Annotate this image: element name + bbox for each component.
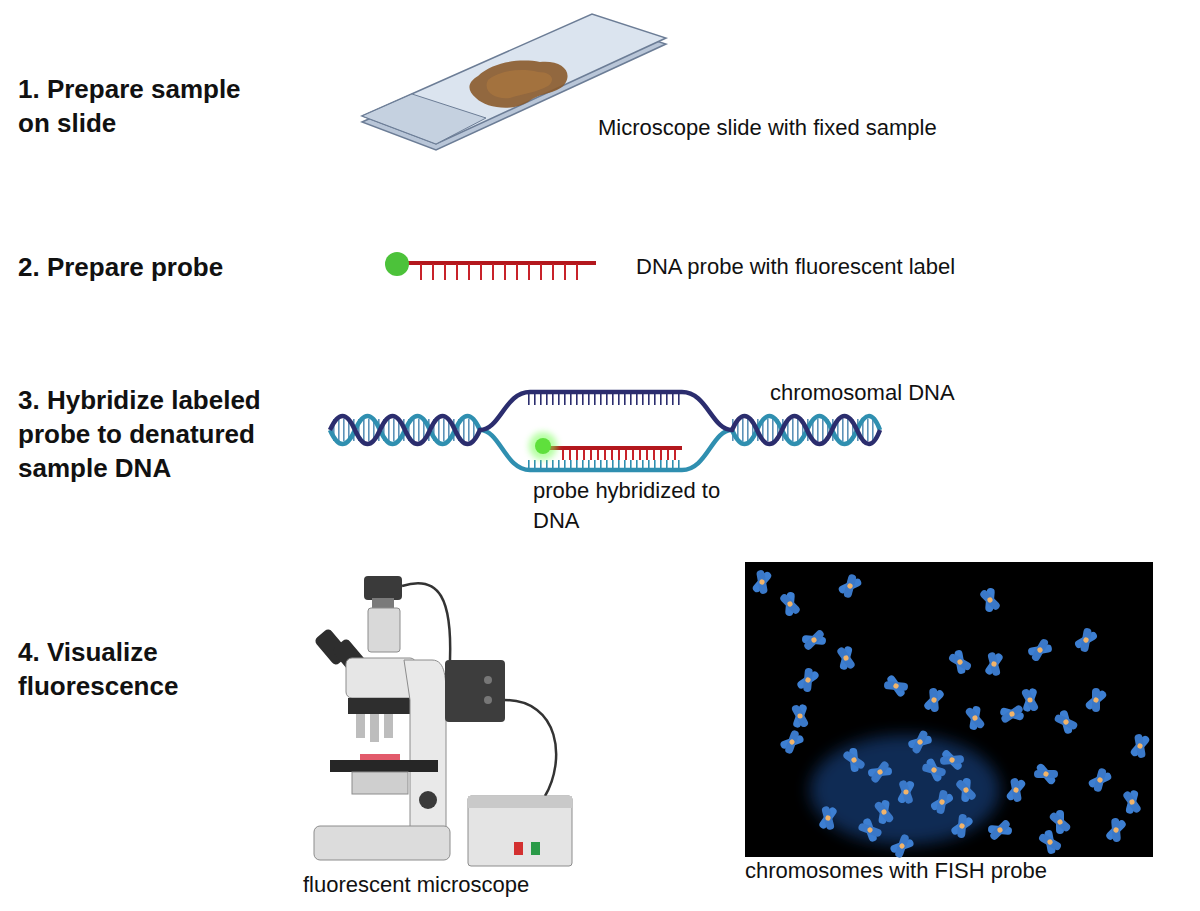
chromosome <box>896 779 916 806</box>
probe-backbone <box>400 261 596 265</box>
chromosome <box>1121 788 1142 816</box>
power-supply <box>468 796 572 866</box>
chromosome <box>1085 765 1114 795</box>
fixed-sample-highlight <box>487 70 553 98</box>
fluorescent-microscope <box>313 576 572 866</box>
chromosome <box>978 585 1003 615</box>
chromosome <box>922 685 947 715</box>
cable <box>504 700 556 796</box>
chromosome <box>928 787 957 818</box>
dna-probe <box>385 252 596 276</box>
chromosome <box>799 628 829 653</box>
chromosome <box>1004 776 1027 805</box>
objective <box>370 714 379 742</box>
head-tube <box>368 608 400 652</box>
chromosome <box>777 727 807 757</box>
chromosome <box>983 650 1004 678</box>
chromosome <box>881 672 911 700</box>
chromosome <box>865 758 895 786</box>
slide-frosted-end <box>362 94 486 144</box>
chromosome <box>946 647 975 678</box>
chromosome <box>1025 636 1056 665</box>
microscope-arm <box>404 660 446 830</box>
chromosome <box>817 804 838 832</box>
chromosome <box>1020 687 1040 714</box>
chromosome <box>985 818 1015 843</box>
knob <box>484 696 492 704</box>
power-button <box>531 842 540 855</box>
cable <box>402 583 450 660</box>
chromosome <box>835 644 856 672</box>
fluorescent-label <box>385 252 409 276</box>
objective <box>384 714 393 738</box>
illustration-caption: chromosomal DNA <box>770 379 1030 407</box>
step-label: 4. Visualize fluorescence <box>18 635 228 703</box>
fluorescent-label <box>535 438 551 454</box>
fish-image <box>745 562 1153 861</box>
chromosome <box>954 775 979 805</box>
chromosome <box>1072 625 1101 656</box>
chromosome <box>1031 761 1061 787</box>
chromosome <box>1051 707 1080 737</box>
hybridized-probe <box>545 446 682 450</box>
step-label: 3. Hybridize labeled probe to denatured … <box>18 383 280 485</box>
focus-knob <box>419 791 437 809</box>
step-label: 1. Prepare sample on slide <box>18 72 263 140</box>
chromosome <box>872 798 895 827</box>
turret <box>348 698 412 714</box>
chromosome <box>1083 685 1109 715</box>
chromosome <box>835 571 864 601</box>
chromosome <box>840 745 868 775</box>
knob <box>484 676 492 684</box>
chromosome <box>778 589 803 619</box>
chromosome <box>937 748 967 773</box>
illustration-caption: Microscope slide with fixed sample <box>598 114 1018 142</box>
chromosome <box>948 811 976 841</box>
stage <box>330 760 438 772</box>
step-label: 2. Prepare probe <box>18 250 318 284</box>
camera <box>364 576 402 600</box>
condenser <box>352 772 408 794</box>
objective <box>356 714 365 738</box>
chromosome <box>1036 827 1065 858</box>
chromosome <box>963 704 986 733</box>
image-panel <box>745 562 1153 857</box>
chromosome <box>998 703 1026 724</box>
chromosome <box>887 831 917 861</box>
microscope-base <box>314 826 450 860</box>
illustration-caption: fluorescent microscope <box>303 871 623 899</box>
chromosome <box>1128 732 1151 761</box>
illustration-caption: probe hybridized to DNA <box>533 476 721 536</box>
specimen-slide <box>360 754 400 760</box>
nucleus <box>810 735 1000 845</box>
fixed-sample <box>469 61 567 108</box>
illustration-caption: DNA probe with fluorescent label <box>636 253 1056 281</box>
power-supply-top <box>468 796 572 808</box>
fluorescence-glow <box>529 432 557 460</box>
illustration-caption: chromosomes with FISH probe <box>745 857 1165 885</box>
chromosome <box>1104 815 1129 845</box>
probe-bases <box>420 264 578 280</box>
light-source <box>445 660 505 722</box>
chromosome <box>905 727 935 756</box>
chromosome <box>750 568 773 597</box>
chromosome <box>794 665 822 695</box>
base-pairs <box>528 393 684 405</box>
chromosome <box>790 703 810 730</box>
power-button <box>514 842 523 855</box>
